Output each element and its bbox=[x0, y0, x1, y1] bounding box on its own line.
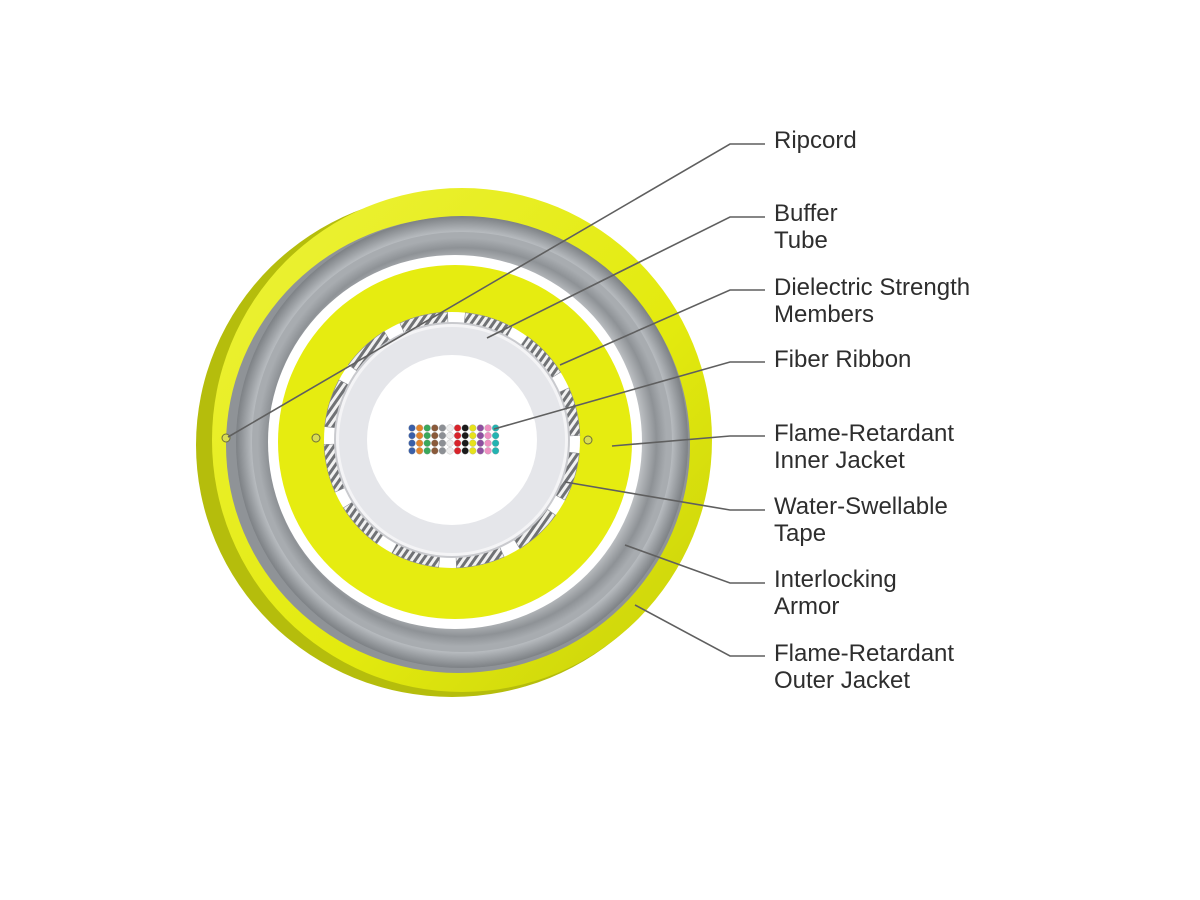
fiber-dot bbox=[408, 447, 416, 455]
label-buffer-tube-line1: Buffer bbox=[774, 200, 838, 227]
fiber-dot bbox=[423, 439, 431, 447]
fiber-dot bbox=[454, 447, 462, 455]
fiber-ribbon bbox=[408, 424, 500, 455]
callout-labels: Ripcord Buffer Tube Dielectric Strength … bbox=[774, 127, 977, 694]
label-ripcord-line1: Ripcord bbox=[774, 127, 857, 154]
fiber-dot bbox=[492, 432, 500, 440]
fiber-dot bbox=[446, 432, 454, 440]
leader-outer-jacket bbox=[634, 604, 765, 657]
fiber-dot bbox=[446, 424, 454, 432]
ripcord-inner-right bbox=[583, 435, 593, 445]
label-fiber-ribbon-line1: Fiber Ribbon bbox=[774, 346, 911, 373]
leader-inner-jacket bbox=[611, 435, 765, 447]
label-outer-jacket-line1: Flame-Retardant bbox=[774, 640, 954, 667]
fiber-dot bbox=[408, 424, 416, 432]
label-fiber-ribbon: Fiber Ribbon bbox=[774, 346, 911, 373]
fiber-dot bbox=[469, 439, 477, 447]
fiber-dot bbox=[484, 439, 492, 447]
label-inner-jacket-line2: Inner Jacket bbox=[774, 447, 905, 474]
ripcord-inner-left bbox=[311, 433, 321, 443]
fiber-dot bbox=[438, 439, 446, 447]
fiber-dot bbox=[484, 432, 492, 440]
fiber-dot bbox=[454, 424, 462, 432]
fiber-dot bbox=[476, 424, 484, 432]
armor-ridge bbox=[252, 232, 672, 652]
fiber-dot bbox=[492, 439, 500, 447]
label-armor-line2: Armor bbox=[774, 593, 839, 620]
fiber-dot bbox=[469, 447, 477, 455]
label-outer-jacket-line2: Outer Jacket bbox=[774, 667, 910, 694]
fiber-dot bbox=[431, 424, 439, 432]
fiber-dot bbox=[416, 432, 424, 440]
label-inner-jacket-line1: Flame-Retardant bbox=[774, 420, 954, 447]
label-ripcord: Ripcord bbox=[774, 127, 857, 154]
fiber-dot bbox=[454, 439, 462, 447]
label-armor-line1: Interlocking bbox=[774, 566, 897, 593]
fiber-dot bbox=[408, 439, 416, 447]
leader-ripcord bbox=[227, 143, 765, 438]
fiber-dot bbox=[469, 424, 477, 432]
leader-strength-members bbox=[559, 289, 765, 366]
fiber-dot bbox=[446, 439, 454, 447]
fiber-dot bbox=[416, 447, 424, 455]
fiber-dot bbox=[438, 432, 446, 440]
label-water-tape-line2: Tape bbox=[774, 520, 826, 547]
label-water-tape: Water-Swellable Tape bbox=[774, 493, 955, 547]
buffer-tube-inner bbox=[367, 355, 537, 525]
fiber-dot bbox=[476, 432, 484, 440]
leader-fiber-ribbon bbox=[493, 361, 765, 430]
leader-lines bbox=[227, 143, 765, 657]
label-inner-jacket: Flame-Retardant Inner Jacket bbox=[774, 420, 961, 474]
fiber-dot bbox=[484, 447, 492, 455]
leader-armor bbox=[624, 544, 765, 584]
fiber-dot bbox=[476, 439, 484, 447]
fiber-dot bbox=[446, 447, 454, 455]
leader-buffer-tube bbox=[486, 216, 765, 339]
label-buffer-tube-line2: Tube bbox=[774, 227, 828, 254]
fiber-dot bbox=[431, 439, 439, 447]
label-armor: Interlocking Armor bbox=[774, 566, 903, 620]
fiber-dot bbox=[423, 432, 431, 440]
fiber-dot bbox=[461, 432, 469, 440]
fiber-dot bbox=[469, 432, 477, 440]
fiber-dot bbox=[492, 447, 500, 455]
label-strength-members-line1: Dielectric Strength bbox=[774, 274, 970, 301]
label-water-tape-line1: Water-Swellable bbox=[774, 493, 948, 520]
ripcord-outer-left bbox=[221, 433, 231, 443]
fiber-dot bbox=[454, 432, 462, 440]
label-strength-members: Dielectric Strength Members bbox=[774, 274, 977, 328]
fiber-dot bbox=[484, 424, 492, 432]
fiber-dot bbox=[461, 439, 469, 447]
label-strength-members-line2: Members bbox=[774, 301, 874, 328]
fiber-dot bbox=[416, 439, 424, 447]
fiber-dot bbox=[438, 447, 446, 455]
fiber-dot bbox=[423, 447, 431, 455]
label-outer-jacket: Flame-Retardant Outer Jacket bbox=[774, 640, 961, 694]
fiber-dot bbox=[431, 447, 439, 455]
fiber-dot bbox=[431, 432, 439, 440]
fiber-dot bbox=[438, 424, 446, 432]
fiber-dot bbox=[476, 447, 484, 455]
label-buffer-tube: Buffer Tube bbox=[774, 200, 844, 254]
fiber-dot bbox=[461, 447, 469, 455]
fiber-dot bbox=[423, 424, 431, 432]
leader-water-tape bbox=[564, 481, 765, 511]
fiber-dot bbox=[408, 432, 416, 440]
fiber-dot bbox=[461, 424, 469, 432]
fiber-dot bbox=[416, 424, 424, 432]
